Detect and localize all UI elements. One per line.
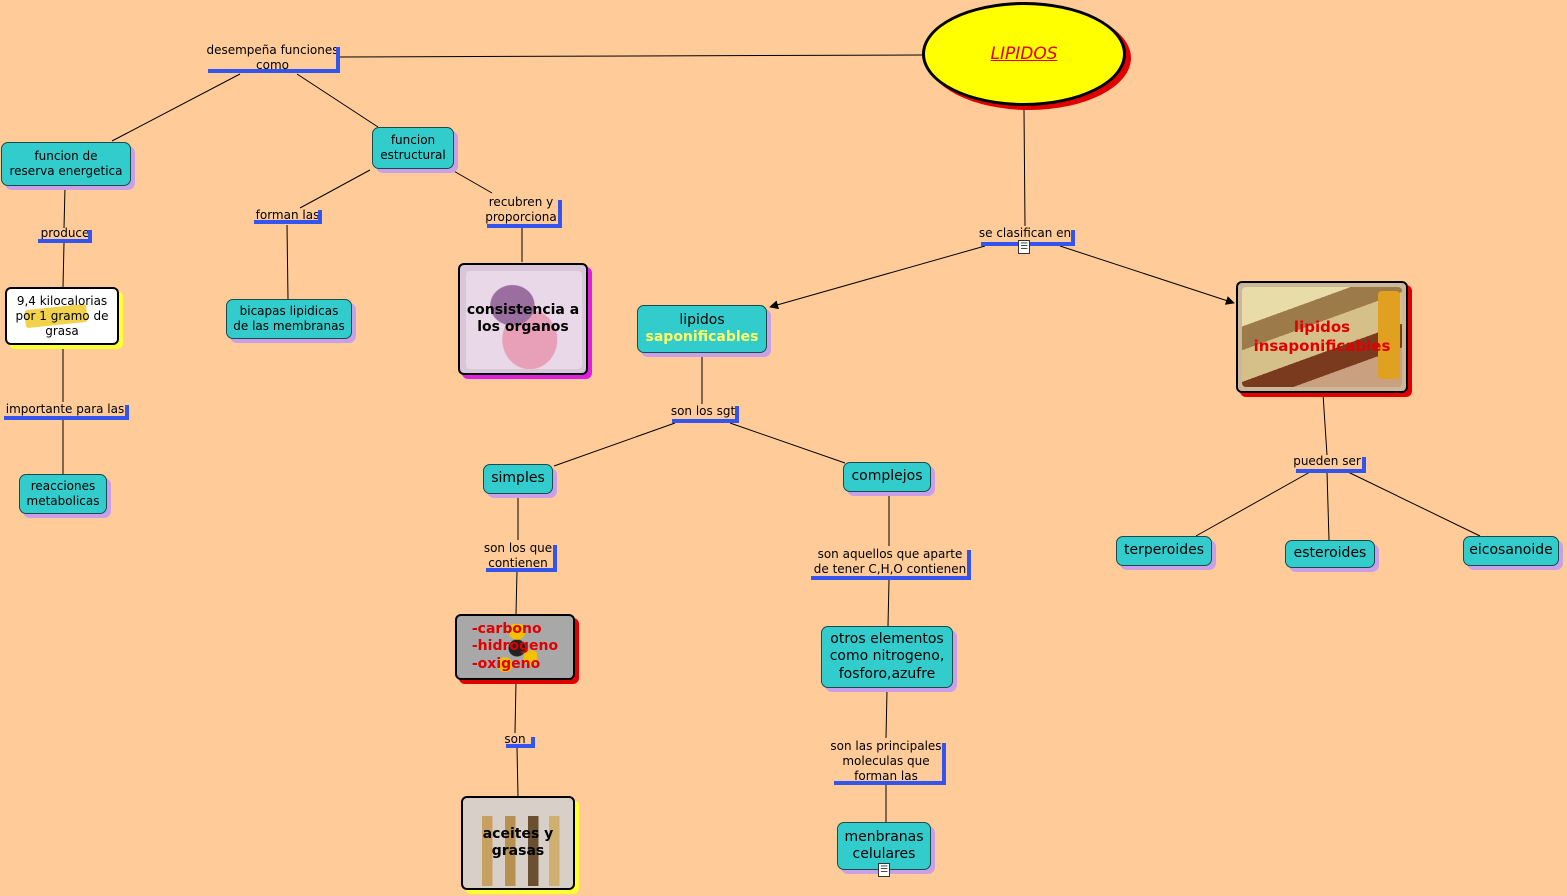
node-elementos-chon[interactable]: -carbono -hidrogeno -oxigeno — [455, 614, 575, 680]
root-node[interactable]: LIPIDOS — [922, 2, 1126, 106]
link-produce-bracket — [38, 230, 92, 243]
root-label: LIPIDOS — [990, 44, 1058, 64]
resource-document-icon[interactable]: ☰ — [878, 863, 890, 877]
link-forman-bracket — [254, 210, 322, 224]
node-lipidos-saponificables[interactable]: lipidos saponificables — [637, 305, 767, 353]
link-importante-bracket — [4, 405, 129, 420]
link-sonlossgt-bracket — [672, 406, 739, 423]
link-principales-bracket — [834, 743, 946, 785]
node-reserva-energetica[interactable]: funcion de reserva energetica — [1, 142, 131, 186]
link-pueden-bracket — [1296, 457, 1366, 473]
node-consistencia-organos[interactable]: consistencia a los organos — [458, 263, 588, 375]
node-simples[interactable]: simples — [483, 464, 553, 494]
node-funcion-estructural[interactable]: funcion estructural — [372, 127, 454, 169]
node-kilocalorias-label: 9,4 kilocalorias por 1 gramo de grasa — [15, 293, 109, 338]
link-importante: importante para las — [5, 402, 125, 416]
resource-document-icon[interactable]: ☰ — [1018, 240, 1030, 254]
node-aceites-label: aceites y grasas — [482, 825, 554, 860]
node-membranas-celulares[interactable]: menbranas celulares — [837, 822, 931, 870]
link-contienen-bracket — [486, 545, 557, 572]
molecule-image — [497, 624, 537, 672]
node-eicosanoide[interactable]: eicosanoide — [1463, 536, 1559, 566]
node-esteroides[interactable]: esteroides — [1285, 540, 1375, 568]
food-products-image — [1242, 287, 1402, 387]
node-insaponificables-label: lipidos insaponificables — [1253, 318, 1391, 355]
oil-bottle-image — [1378, 291, 1400, 379]
link-desempena-bracket — [208, 47, 340, 73]
node-saponificables-line1: lipidos — [679, 311, 725, 328]
organs-image — [466, 271, 582, 369]
link-principales: son las principales moleculas que forman… — [830, 739, 942, 783]
link-sonlossgt: son los sgt — [670, 404, 736, 418]
link-son-bracket — [506, 737, 535, 748]
node-lipidos-insaponificables[interactable]: lipidos insaponificables — [1236, 281, 1408, 393]
node-terperoides[interactable]: terperoides — [1116, 536, 1212, 566]
link-clasifican: se clasifican en — [978, 226, 1072, 240]
link-recubren-bracket — [487, 200, 562, 228]
link-recubren: recubren y proporciona — [485, 195, 557, 224]
link-son: son — [504, 732, 526, 746]
node-elementos-label: -carbono -hidrogeno -oxigeno — [471, 620, 559, 672]
node-aceites-grasas[interactable]: aceites y grasas — [461, 796, 575, 890]
node-bicapas-lipidicas[interactable]: bicapas lipidicas de las membranas — [226, 299, 352, 339]
node-complejos[interactable]: complejos — [843, 462, 931, 492]
link-forman: forman las — [255, 208, 320, 222]
link-aparte-bracket — [811, 550, 971, 580]
link-pueden: pueden ser — [1293, 454, 1361, 468]
node-consistencia-label: consistencia a los organos — [466, 301, 580, 336]
node-kilocalorias[interactable]: 9,4 kilocalorias por 1 gramo de grasa — [5, 287, 119, 345]
link-aparte: son aquellos que aparte de tener C,H,O c… — [813, 547, 967, 576]
oil-bottles-image — [475, 816, 563, 886]
node-otros-elementos[interactable]: otros elementos como nitrogeno, fosforo,… — [821, 626, 953, 688]
link-contienen: son los que contienen — [483, 541, 553, 570]
node-reacciones-metabolicas[interactable]: reacciones metabolicas — [19, 474, 107, 514]
node-saponificables-line2: saponificables — [645, 329, 759, 345]
link-produce: produce — [40, 226, 90, 240]
link-desempena: desempeña funciones como — [206, 43, 339, 72]
